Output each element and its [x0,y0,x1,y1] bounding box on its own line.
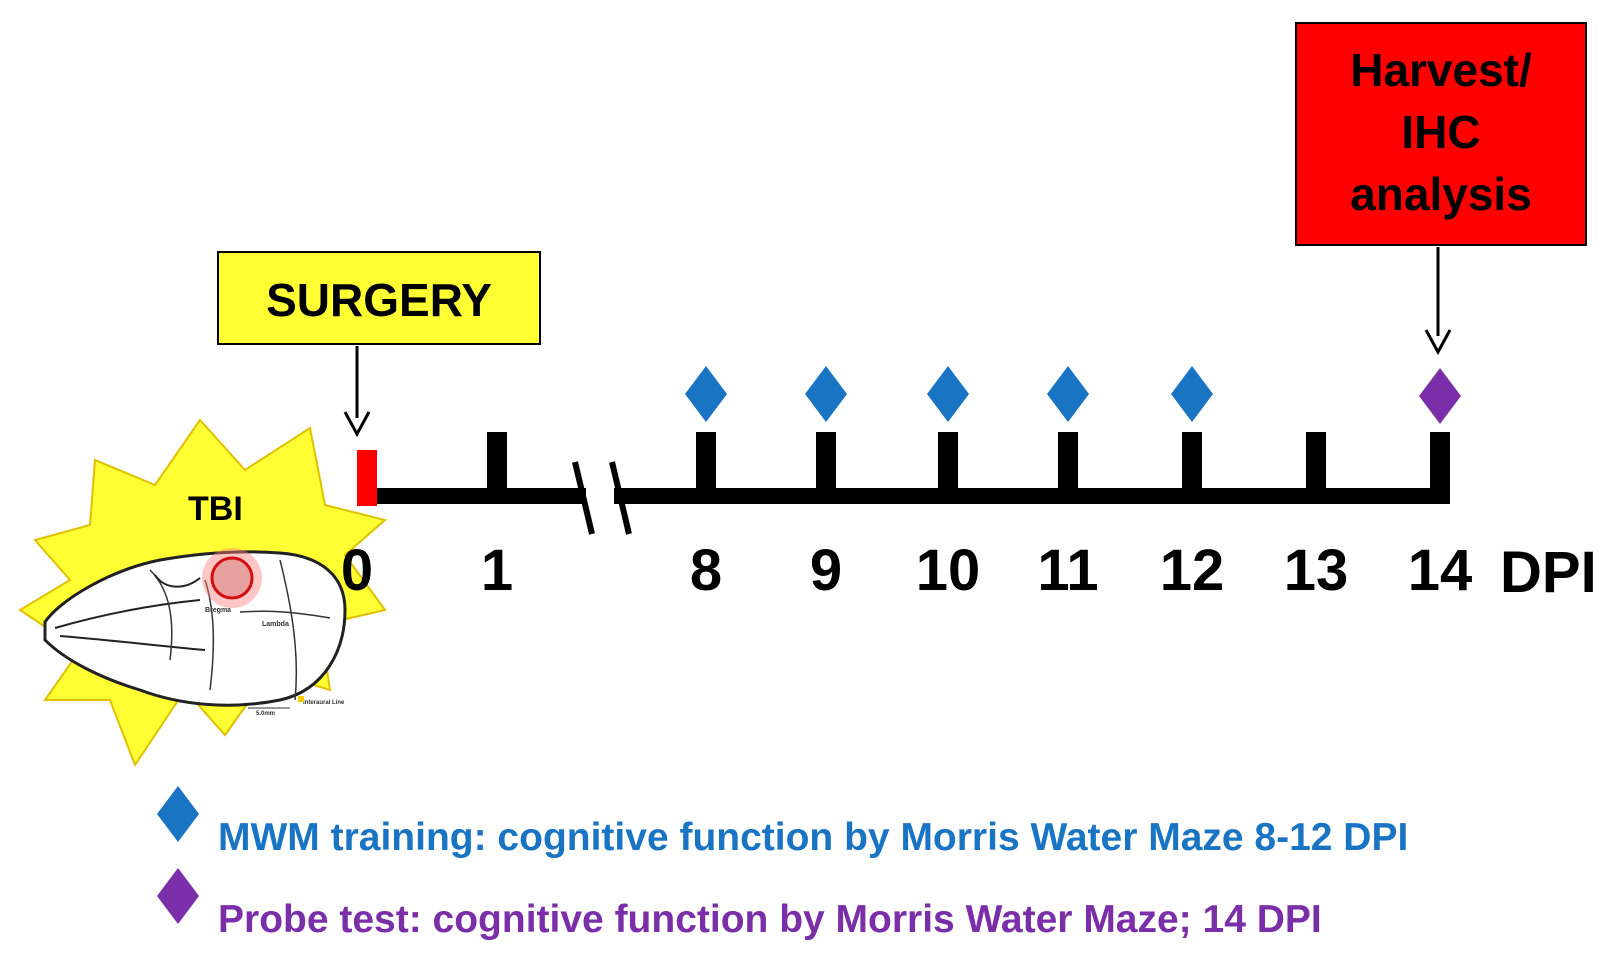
training-marker-day-10 [927,366,969,422]
tick-day-13 [1306,432,1326,496]
tick-label-8: 8 [690,538,722,603]
harvest-box [1295,22,1587,246]
skull-label-scale: 5.0mm [256,711,275,717]
legend-text-training: MWM training: cognitive function by Morr… [218,816,1408,859]
skull-label-lambda: Lambda [262,621,289,628]
tick-label-11: 11 [1037,538,1098,603]
skull-label-bregma: Bregma [205,607,231,614]
day-markers [685,366,1461,424]
skull-orbit [154,574,201,588]
tick-day-9 [816,432,836,496]
axis-ticks [357,432,1450,506]
tbi-label: TBI [188,490,243,528]
tick-label-14: 14 [1408,538,1473,603]
skull-suture-lines [149,559,331,701]
legend-text-probe: Probe test: cognitive function by Morris… [218,898,1322,941]
tick-surgery-day-0 [357,450,377,506]
harvest-arrow-head [1424,329,1452,356]
axis-tick-labels: 0 1 8 9 10 11 12 13 14 [341,538,1472,603]
tick-day-12 [1182,432,1202,496]
tick-label-1: 1 [481,538,513,603]
skull-scale-marker [298,696,304,702]
training-marker-day-9 [805,366,847,422]
harvest-label-line3: analysis [1350,168,1532,220]
axis-break-mark-right [609,461,632,535]
tick-label-9: 9 [810,538,842,603]
training-marker-day-12 [1171,366,1213,422]
harvest-label-line2: IHC [1401,106,1480,158]
training-marker-day-11 [1047,366,1089,422]
tick-day-1 [487,432,507,496]
legend-marker-probe [157,868,199,924]
tick-day-8 [696,432,716,496]
harvest-label-line1: Harvest/ [1350,44,1532,96]
legend: MWM training: cognitive function by Morr… [157,786,1408,941]
tick-label-12: 12 [1160,538,1225,603]
skull-label-interaural: Interaural Line [303,700,345,706]
legend-marker-training [157,786,199,842]
injury-site-icon [210,556,254,600]
surgery-label: SURGERY [266,274,492,326]
tick-label-0: 0 [341,538,373,603]
tick-day-10 [938,432,958,496]
tick-label-10: 10 [916,538,981,603]
tick-day-14 [1430,432,1450,496]
axis-break-mark-left [572,461,595,535]
probe-marker-day-14 [1419,368,1461,424]
tick-day-11 [1058,432,1078,496]
surgery-box [217,251,541,345]
surgery-arrow-head [343,411,371,438]
rat-skull-drawing: Bregma Lambda Interaural Line 5.0mm [43,550,347,717]
tick-label-13: 13 [1284,538,1349,603]
training-marker-day-8 [685,366,727,422]
axis-unit-label: DPI [1500,540,1597,605]
skull-nasal-line [54,599,206,651]
skull-outline [43,550,347,707]
